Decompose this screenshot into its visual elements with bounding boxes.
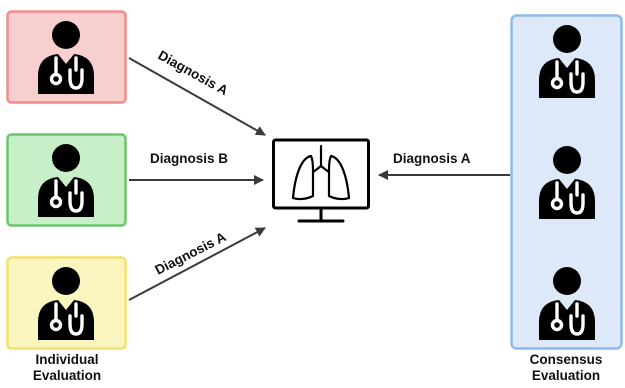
arrow-top <box>128 57 266 136</box>
consensus-label-line2: Evaluation <box>531 368 601 383</box>
arrow-label-right: Diagnosis A <box>393 151 471 166</box>
consensus-box <box>510 14 623 350</box>
individual-box-green <box>6 133 127 227</box>
individual-box-red <box>6 10 127 104</box>
individual-label-line2: Evaluation <box>32 368 102 383</box>
arrow-bottom <box>128 227 266 301</box>
consensus-label-line1: Consensus <box>529 352 603 367</box>
arrow-label-middle: Diagnosis B <box>150 151 228 166</box>
individual-label-line1: Individual <box>35 352 99 367</box>
individual-box-yellow <box>6 256 127 350</box>
consensus-evaluation-label: Consensus Evaluation <box>508 352 624 384</box>
individual-evaluation-label: Individual Evaluation <box>6 352 128 384</box>
arrow-label-top: Diagnosis A <box>156 48 231 99</box>
monitor-lungs-icon <box>272 138 370 223</box>
